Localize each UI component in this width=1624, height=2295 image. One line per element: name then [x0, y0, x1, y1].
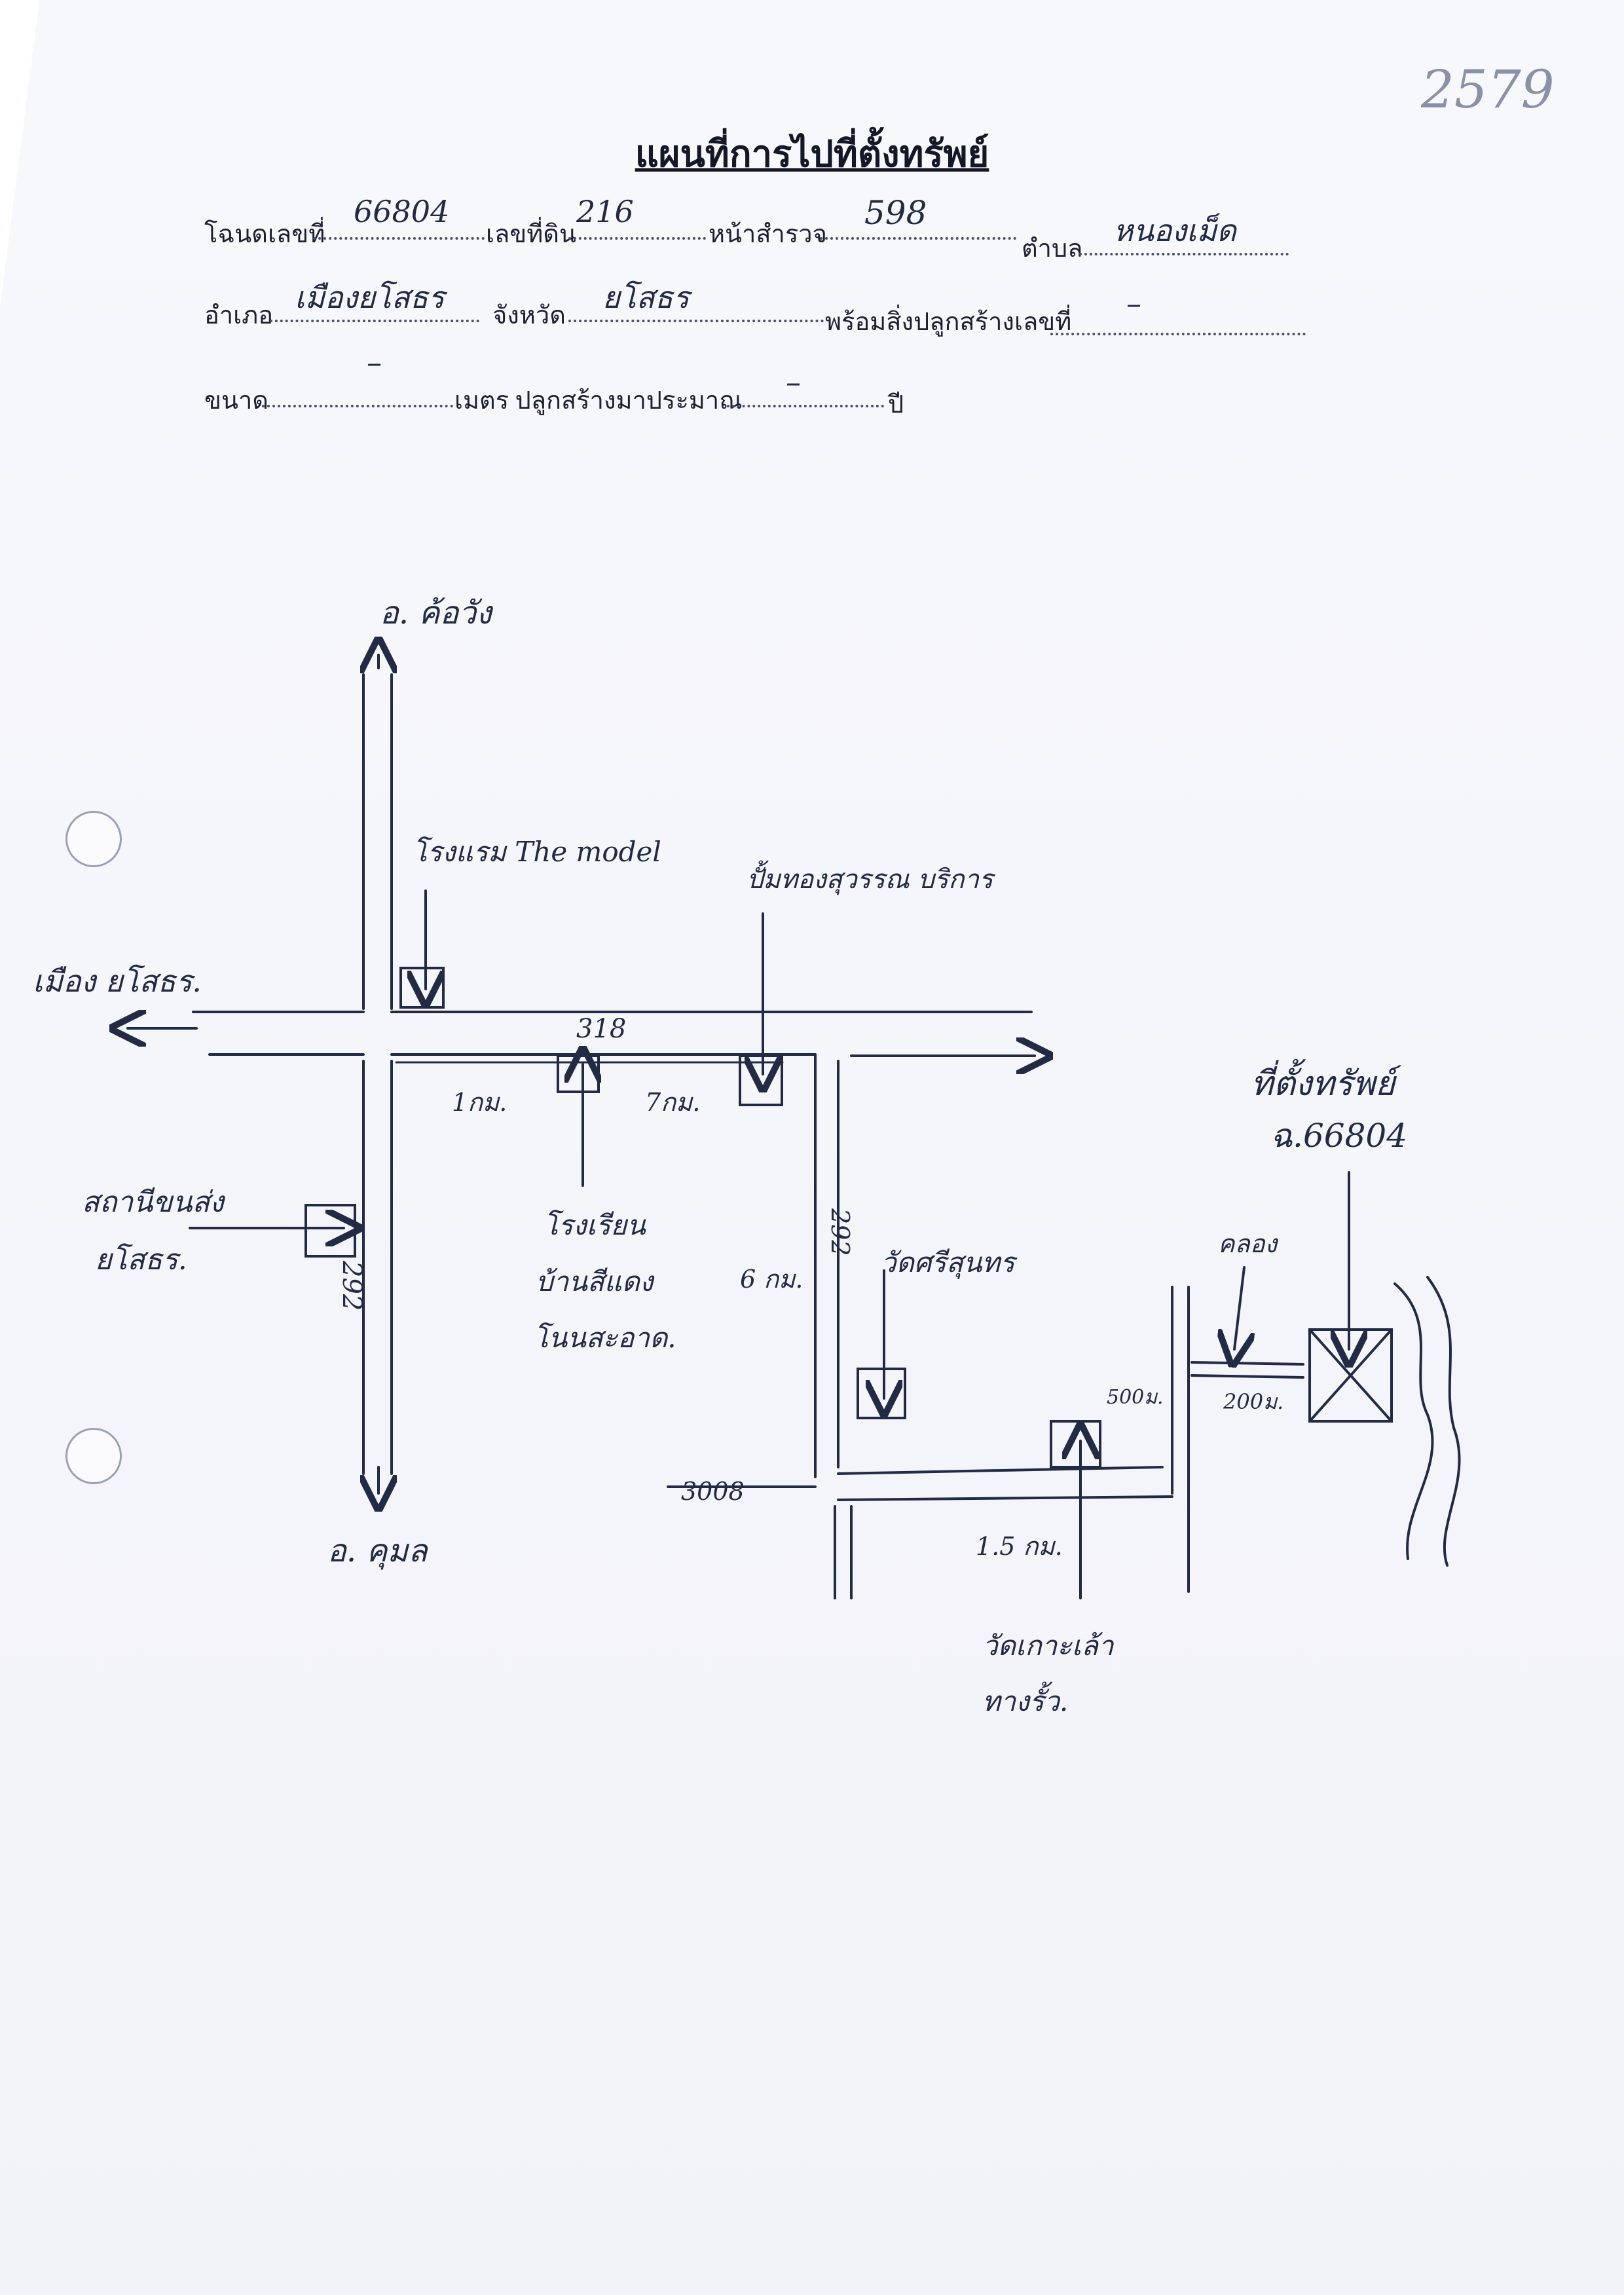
deed-label: โฉนดเลขที่ [204, 221, 325, 248]
school-box [557, 1054, 600, 1093]
district-label: อำเภอ [204, 302, 274, 329]
road-3008-east-bottom [837, 1495, 1173, 1501]
temple2-box [1050, 1420, 1101, 1468]
subdistrict-value: หนองเม็ด [1113, 213, 1236, 248]
page-number-mark: 2579 [1421, 59, 1555, 120]
school-label-3: โนนสะอาด. [534, 1322, 676, 1354]
school-label-1: โรงเรียน [544, 1209, 646, 1241]
south-label: อ. คุมล [327, 1533, 428, 1569]
folded-corner [0, 0, 39, 308]
size-dotline [262, 405, 453, 407]
land-no-label: เลขที่ดิน [486, 221, 576, 248]
road-318-label: 318 [576, 1014, 627, 1044]
west-label: เมือง ยโสธร. [33, 963, 202, 999]
district-value: เมืองยโสธร [295, 280, 445, 315]
canal-lines [1190, 1361, 1304, 1379]
deed-dotline [313, 237, 485, 240]
subdistrict-label: ตำบล [1022, 235, 1083, 263]
temple2-label-1: วัดเกาะเล้า [982, 1630, 1114, 1662]
survey-page-dotline [820, 237, 1016, 240]
canal-label: คลอง [1218, 1229, 1278, 1258]
deed-value: 66804 [354, 194, 450, 229]
distance-1km: 1กม. [452, 1088, 507, 1117]
property-label-1: ที่ตั้งทรัพย์ [1251, 1064, 1395, 1104]
size-label: ขนาด [204, 387, 268, 415]
punch-hole-bottom [65, 1428, 122, 1484]
temple-box [857, 1368, 906, 1419]
distance-200m: 200ม. [1223, 1389, 1284, 1414]
property-cross [1308, 1328, 1393, 1423]
distance-1-5km: 1.5 กม. [976, 1532, 1063, 1561]
land-no-value: 216 [576, 194, 634, 229]
hotel-label: โรงแรม The model [413, 836, 661, 868]
bus-station-label-1: สถานีขนส่ง [82, 1185, 224, 1219]
temple-label: วัดศรีสุนทร [881, 1246, 1015, 1278]
road-292-branch-label: 292 [826, 1208, 855, 1256]
bus-station-label-2: ยโสธร. [95, 1243, 187, 1277]
province-dotline [568, 320, 824, 322]
building-dotline [1050, 333, 1306, 335]
age-value: – [786, 364, 801, 400]
school-label-2: บ้านสีแดง [536, 1265, 654, 1297]
page-title: แผนที่การไปที่ตั้งทรัพย์ [635, 134, 989, 175]
road-3008-label: 3008 [681, 1477, 745, 1506]
property-label-2: ฉ.66804 [1270, 1117, 1408, 1155]
north-label: อ. ค้อวัง [380, 595, 492, 631]
temple2-label-2: ทางรั้ว. [982, 1685, 1069, 1717]
distance-6km: 6 กม. [740, 1265, 803, 1294]
river-bank-2 [1426, 1276, 1461, 1567]
distance-7km: 7กม. [645, 1088, 701, 1117]
gas-station-label: ปั้มทองสุวรรณ บริการ [747, 865, 993, 895]
road-3008-east-top [837, 1466, 1164, 1475]
punch-hole-top [65, 811, 122, 867]
province-value: ยโสธร [602, 280, 690, 315]
hotel-box [399, 967, 445, 1009]
size-value: – [367, 345, 382, 380]
building-label: พร้อมสิ่งปลูกสร้างเลขที่ [825, 308, 1072, 336]
distance-500m: 500ม. [1107, 1386, 1164, 1409]
district-dotline [270, 320, 479, 322]
subdistrict-dotline [1079, 253, 1289, 255]
river-bank-1 [1393, 1282, 1434, 1560]
size-unit: เมตร ปลูกสร้างมาประมาณ [454, 387, 743, 415]
land-no-dotline [568, 237, 706, 240]
age-unit: ปี [888, 391, 904, 419]
building-value: – [1126, 286, 1141, 321]
bus-station-box [304, 1204, 356, 1258]
canal-pointer [1234, 1266, 1244, 1349]
survey-page-value: 598 [864, 194, 927, 232]
property-box [1308, 1328, 1393, 1423]
road-south-stub [834, 1505, 853, 1599]
road-292-label: 292 [337, 1261, 367, 1311]
province-label: จังหวัด [492, 302, 566, 329]
age-dotline [727, 405, 884, 407]
survey-page-label: หน้าสำรวจ [709, 221, 827, 248]
